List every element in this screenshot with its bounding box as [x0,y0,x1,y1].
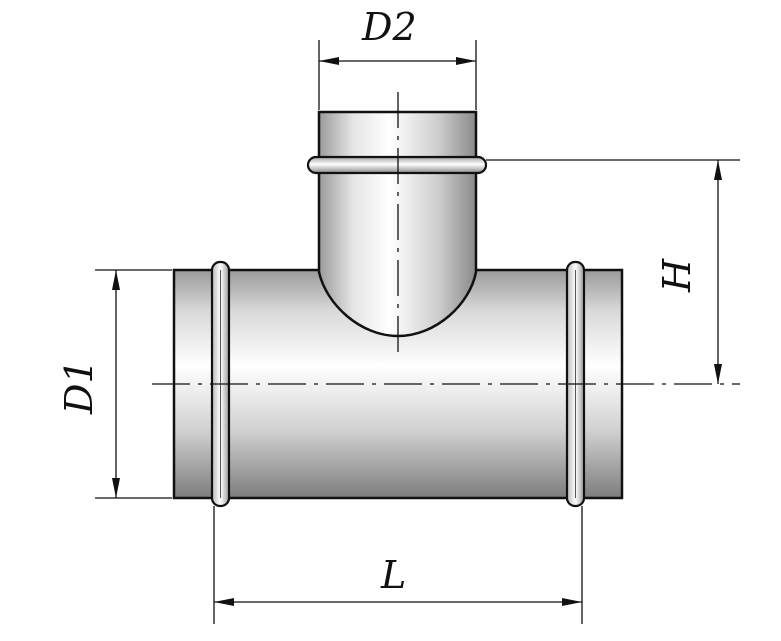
dimension-l [213,506,583,624]
branch-pipe [306,110,488,338]
dimension-d2 [318,40,477,110]
center-lines [152,92,740,385]
dimension-label-d2: D2 [362,5,417,49]
dimension-label-h: H [655,258,699,292]
dimension-d1 [95,269,172,499]
branch-bead-ring [306,155,488,175]
dimension-label-d1: D1 [57,359,101,414]
dimension-h [486,159,740,384]
dimension-label-l: L [381,553,407,597]
